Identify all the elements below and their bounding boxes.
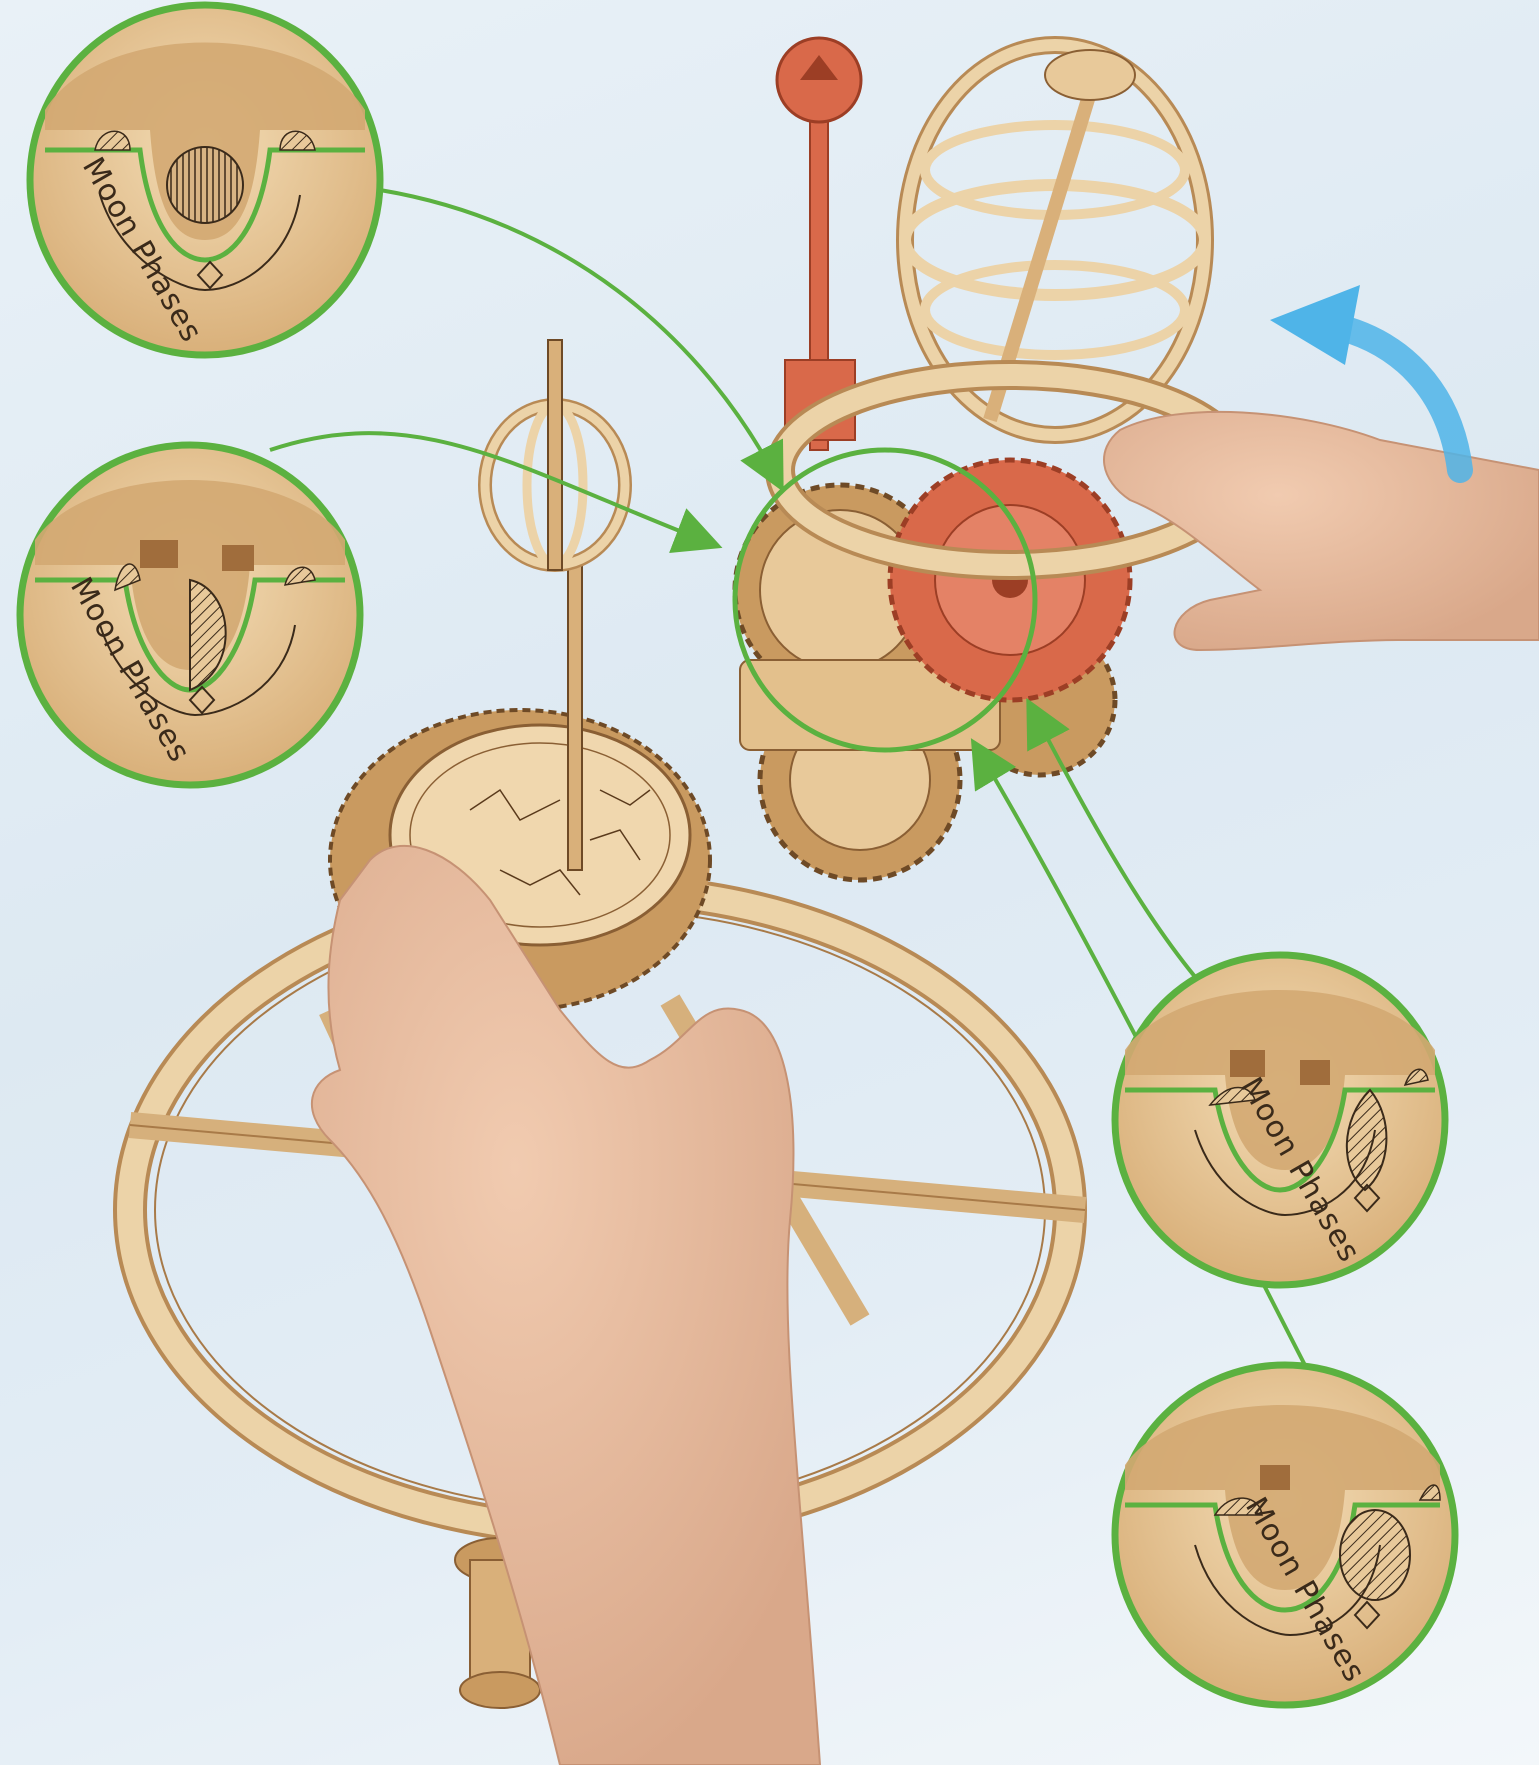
inset-moon-phase-4: Moon Phases: [1115, 1365, 1455, 1705]
inset-moon-phase-1: Moon Phases: [30, 5, 380, 355]
moon-phase-full-icon-2: [1340, 1510, 1410, 1600]
moon-cage: [485, 340, 625, 570]
inset-moon-phase-2: Moon Phases: [20, 445, 360, 785]
inset-moon-phase-3: Moon Phases: [1115, 955, 1445, 1285]
moon-phase-full-icon: [167, 147, 243, 223]
